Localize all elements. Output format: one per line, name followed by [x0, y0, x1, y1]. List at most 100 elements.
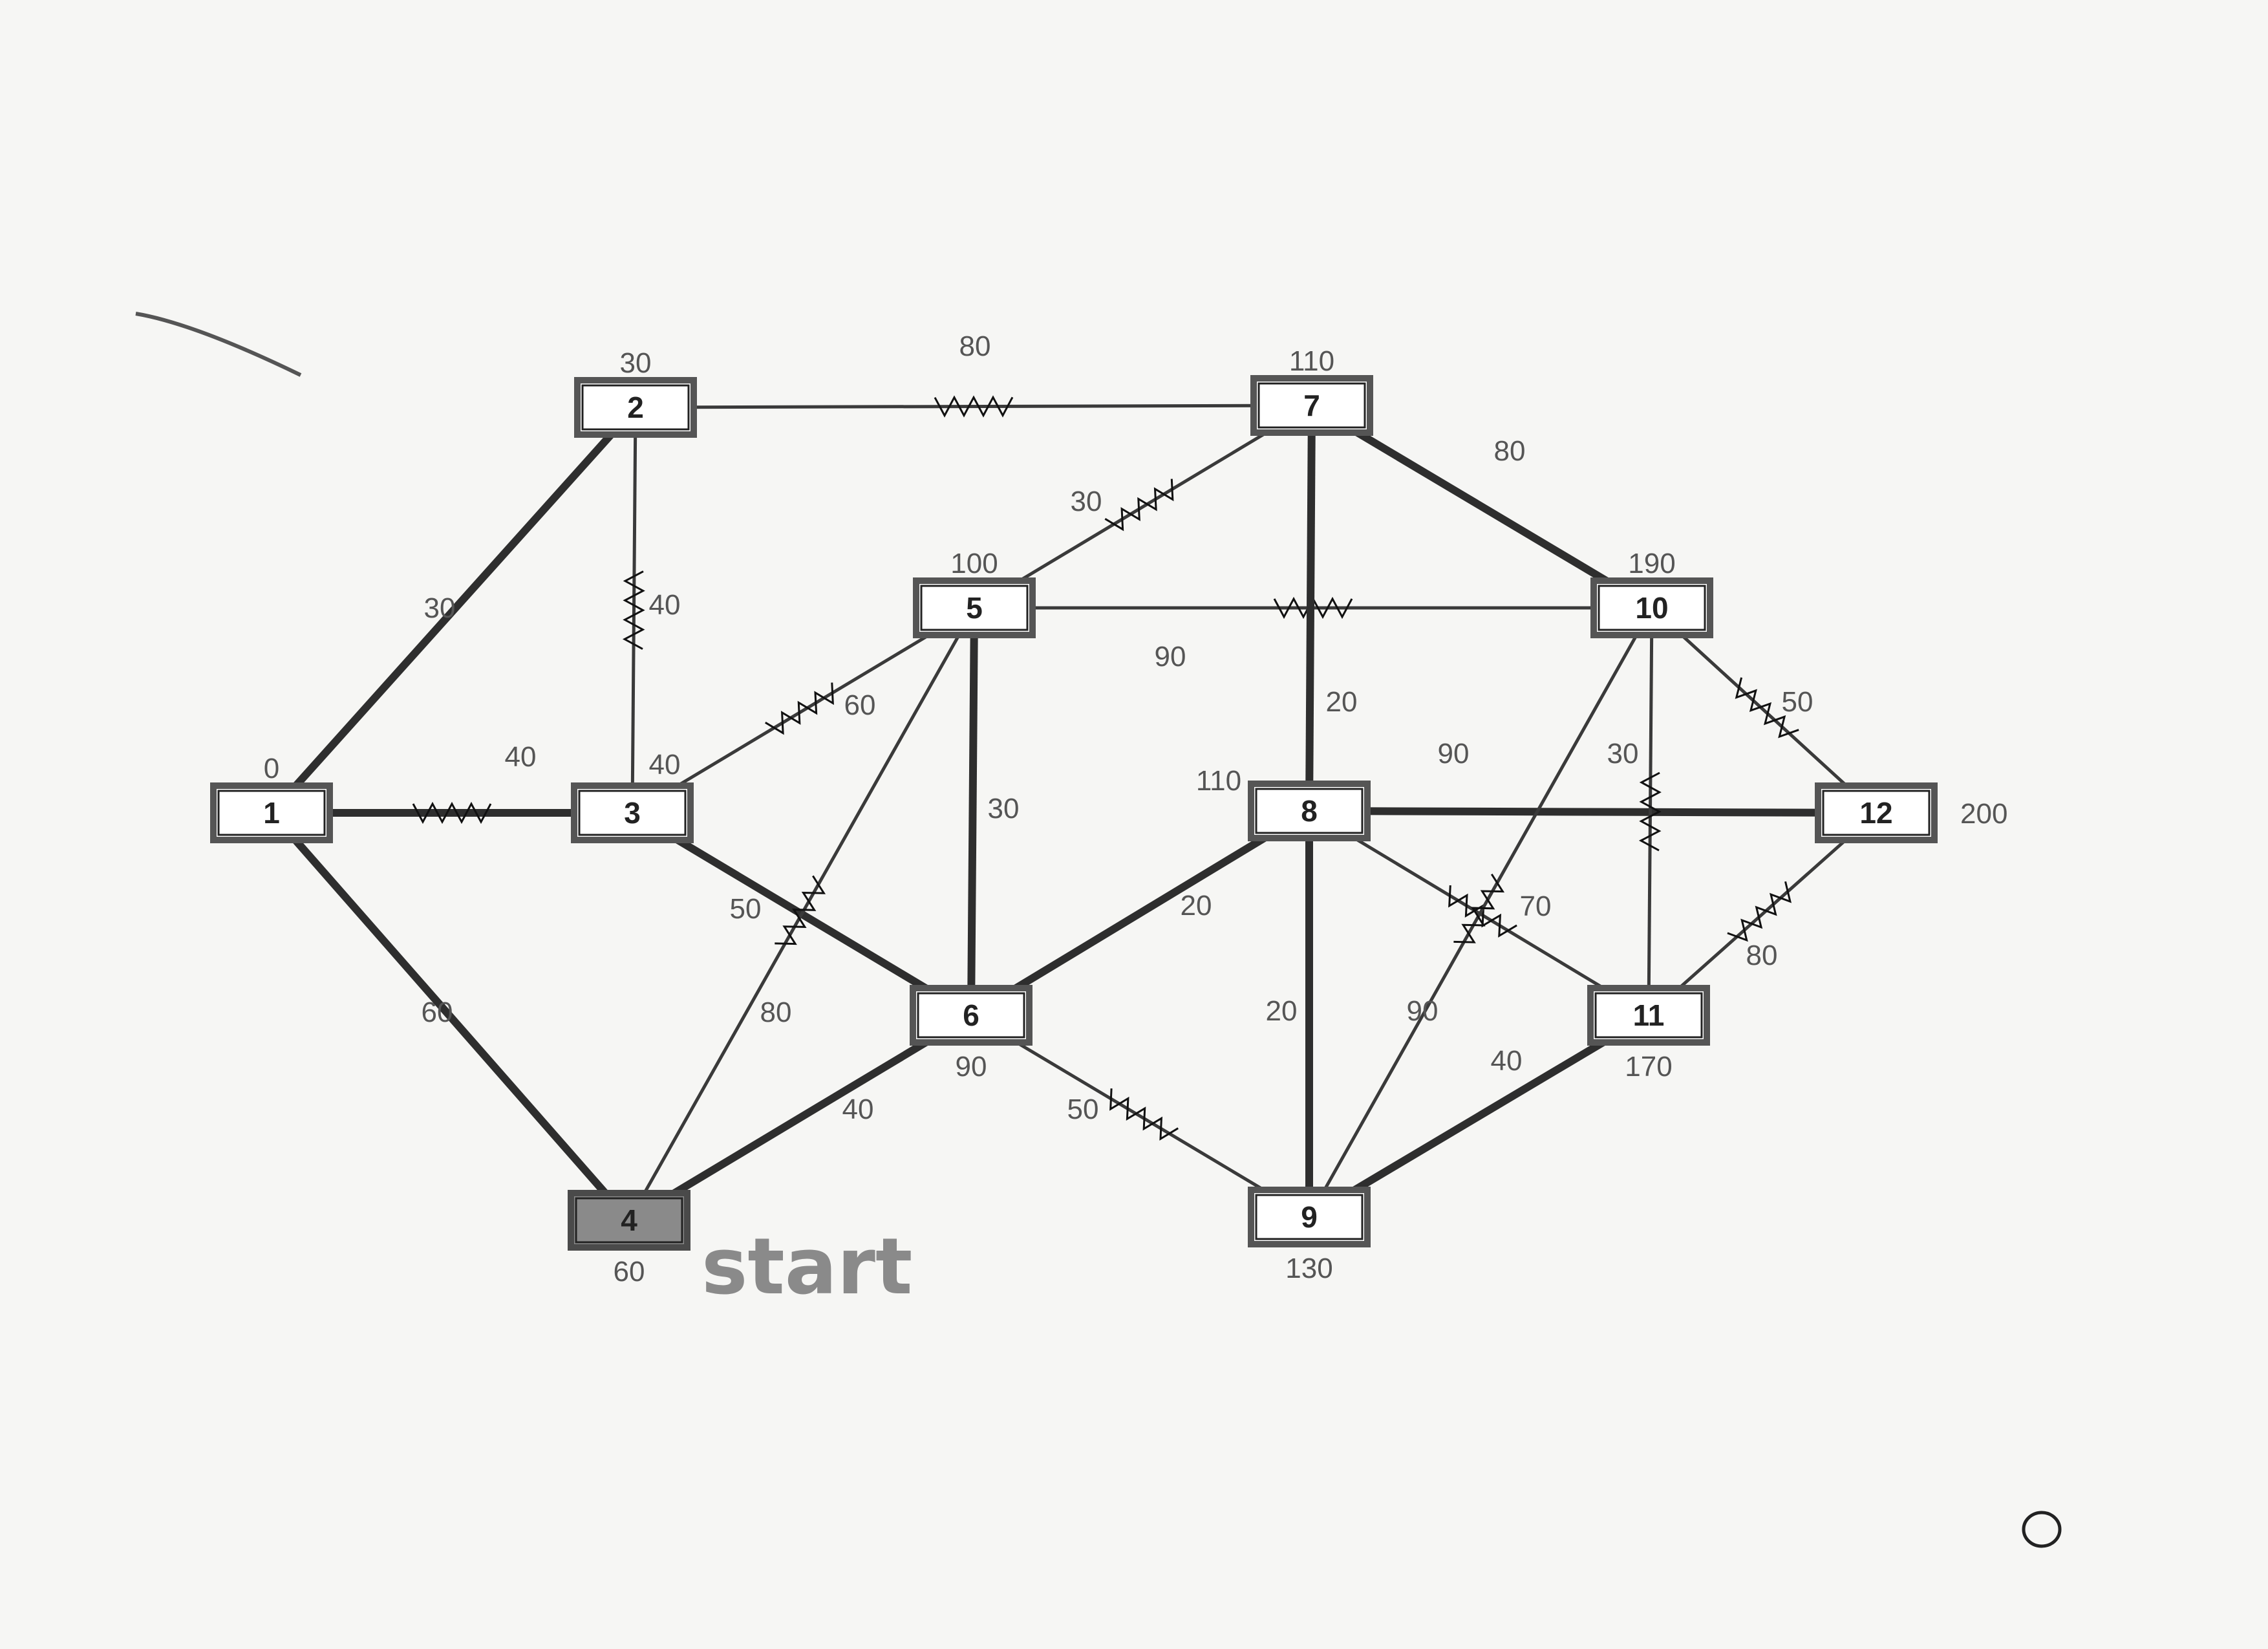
edge-6-8	[968, 807, 1312, 1019]
node-box-2	[574, 377, 697, 438]
node-inner-border-2	[581, 384, 690, 431]
strike-mark-10-12	[1735, 677, 1799, 738]
edges-layer	[268, 395, 1878, 1224]
edge-weight-9-10: 90	[1407, 995, 1439, 1027]
edge-weight-5-7: 30	[1071, 486, 1102, 517]
node-inner-border-8	[1255, 788, 1364, 834]
edge-weight-11-12: 80	[1746, 940, 1778, 971]
node-value-12: 200	[1960, 798, 2007, 830]
node-2: 230	[574, 347, 697, 438]
strike-mark-3-5	[765, 682, 834, 735]
edge-10-12	[1651, 607, 1878, 814]
edge-weight-10-11: 30	[1607, 738, 1639, 770]
edge-weight-6-9: 50	[1067, 1094, 1099, 1125]
node-box-12	[1815, 782, 1938, 843]
node-value-10: 190	[1628, 548, 1675, 579]
strike-mark-9-10	[1453, 873, 1505, 943]
edge-weight-4-5: 80	[760, 997, 792, 1028]
node-box-11	[1587, 985, 1710, 1046]
edge-weight-7-10: 80	[1494, 435, 1526, 467]
edge-weight-9-11: 40	[1491, 1045, 1523, 1077]
node-inner-border-12	[1822, 790, 1931, 836]
edge-8-12	[1309, 807, 1877, 817]
node-id-9: 9	[1301, 1200, 1318, 1234]
edge-5-7	[973, 404, 1313, 610]
edge-10-11	[1647, 607, 1654, 1016]
strike-mark-5-7	[1104, 479, 1174, 532]
strike-mark-2-3	[622, 570, 645, 650]
edge-11-12	[1647, 812, 1878, 1017]
node-inner-border-1	[217, 790, 326, 836]
node-inner-border-9	[1255, 1194, 1364, 1240]
node-value-2: 30	[620, 347, 652, 379]
node-value-4: 60	[614, 1256, 645, 1288]
edge-weight-7-8: 20	[1326, 686, 1358, 718]
edge-weight-2-3: 40	[649, 589, 681, 621]
node-box-8	[1248, 781, 1371, 841]
pen-stroke-mark	[135, 312, 302, 377]
start-annotation: start	[701, 1222, 912, 1312]
node-4: 4 60	[568, 1190, 690, 1288]
node-inner-border-11	[1594, 992, 1703, 1039]
node-box-7	[1250, 375, 1373, 436]
edge-weight-5-6: 30	[988, 793, 1020, 824]
node-id-1: 1	[263, 796, 280, 830]
edge-weight-1-3: 40	[505, 741, 537, 773]
strike-mark-11-12	[1727, 881, 1792, 942]
edge-2-3	[630, 407, 637, 814]
node-value-6: 90	[956, 1051, 987, 1083]
strike-mark-2-7	[934, 395, 1014, 418]
node-value-3: 40	[649, 749, 681, 781]
node-value-1: 0	[264, 753, 279, 784]
node-id-4: 4	[621, 1203, 637, 1237]
node-value-11: 170	[1625, 1051, 1672, 1083]
node-12: 12 200	[1815, 782, 2007, 843]
edge-7-8	[1305, 405, 1316, 812]
node-inner-border-7	[1257, 382, 1366, 429]
edge-weight-1-2: 30	[424, 592, 456, 624]
edge-weight-6-8: 20	[1181, 890, 1212, 921]
node-inner-border-10	[1598, 585, 1706, 631]
edge-9-10	[1307, 607, 1654, 1218]
node-id-12: 12	[1859, 796, 1892, 830]
node-id-5: 5	[966, 591, 983, 625]
node-box-10	[1590, 577, 1713, 638]
node-inner-border-4	[575, 1197, 683, 1244]
edge-1-4	[268, 810, 632, 1223]
node-box-1	[210, 782, 333, 843]
node-inner-border-5	[920, 585, 1029, 631]
edge-weight-10-12: 50	[1782, 686, 1813, 718]
node-inner-border-3	[578, 790, 687, 836]
pen-circle-mark	[2022, 1511, 2062, 1548]
edge-weight-3-5: 60	[844, 689, 876, 721]
edge-weight-8-9: 20	[1266, 995, 1298, 1027]
edge-4-5	[627, 607, 976, 1222]
node-box-4	[568, 1190, 690, 1251]
node-id-10: 10	[1635, 591, 1668, 625]
edge-1-2	[268, 404, 639, 816]
node-1: 10	[210, 753, 333, 843]
node-id-8: 8	[1301, 794, 1318, 828]
node-value-7: 110	[1289, 345, 1334, 377]
edge-7-10	[1309, 402, 1654, 612]
strike-mark-1-3	[412, 801, 492, 824]
edge-weight-4-6: 40	[842, 1094, 874, 1125]
node-id-11: 11	[1633, 998, 1665, 1032]
node-id-2: 2	[627, 391, 644, 424]
edge-2-7	[635, 404, 1312, 409]
edge-weights-layer: 3040604080605080403030902050208020709090…	[422, 330, 1813, 1125]
edge-weight-1-4: 60	[422, 997, 453, 1028]
node-box-3	[571, 782, 694, 843]
node-11: 11 170	[1587, 985, 1710, 1083]
strike-mark-4-5	[775, 875, 826, 945]
strike-mark-6-9	[1109, 1088, 1179, 1141]
edge-4-6	[626, 1011, 974, 1224]
node-value-5: 100	[950, 548, 998, 579]
edge-weight-8-12: 90	[1438, 738, 1470, 770]
edge-weight-3-6: 50	[730, 893, 762, 925]
node-id-7: 7	[1303, 389, 1320, 422]
